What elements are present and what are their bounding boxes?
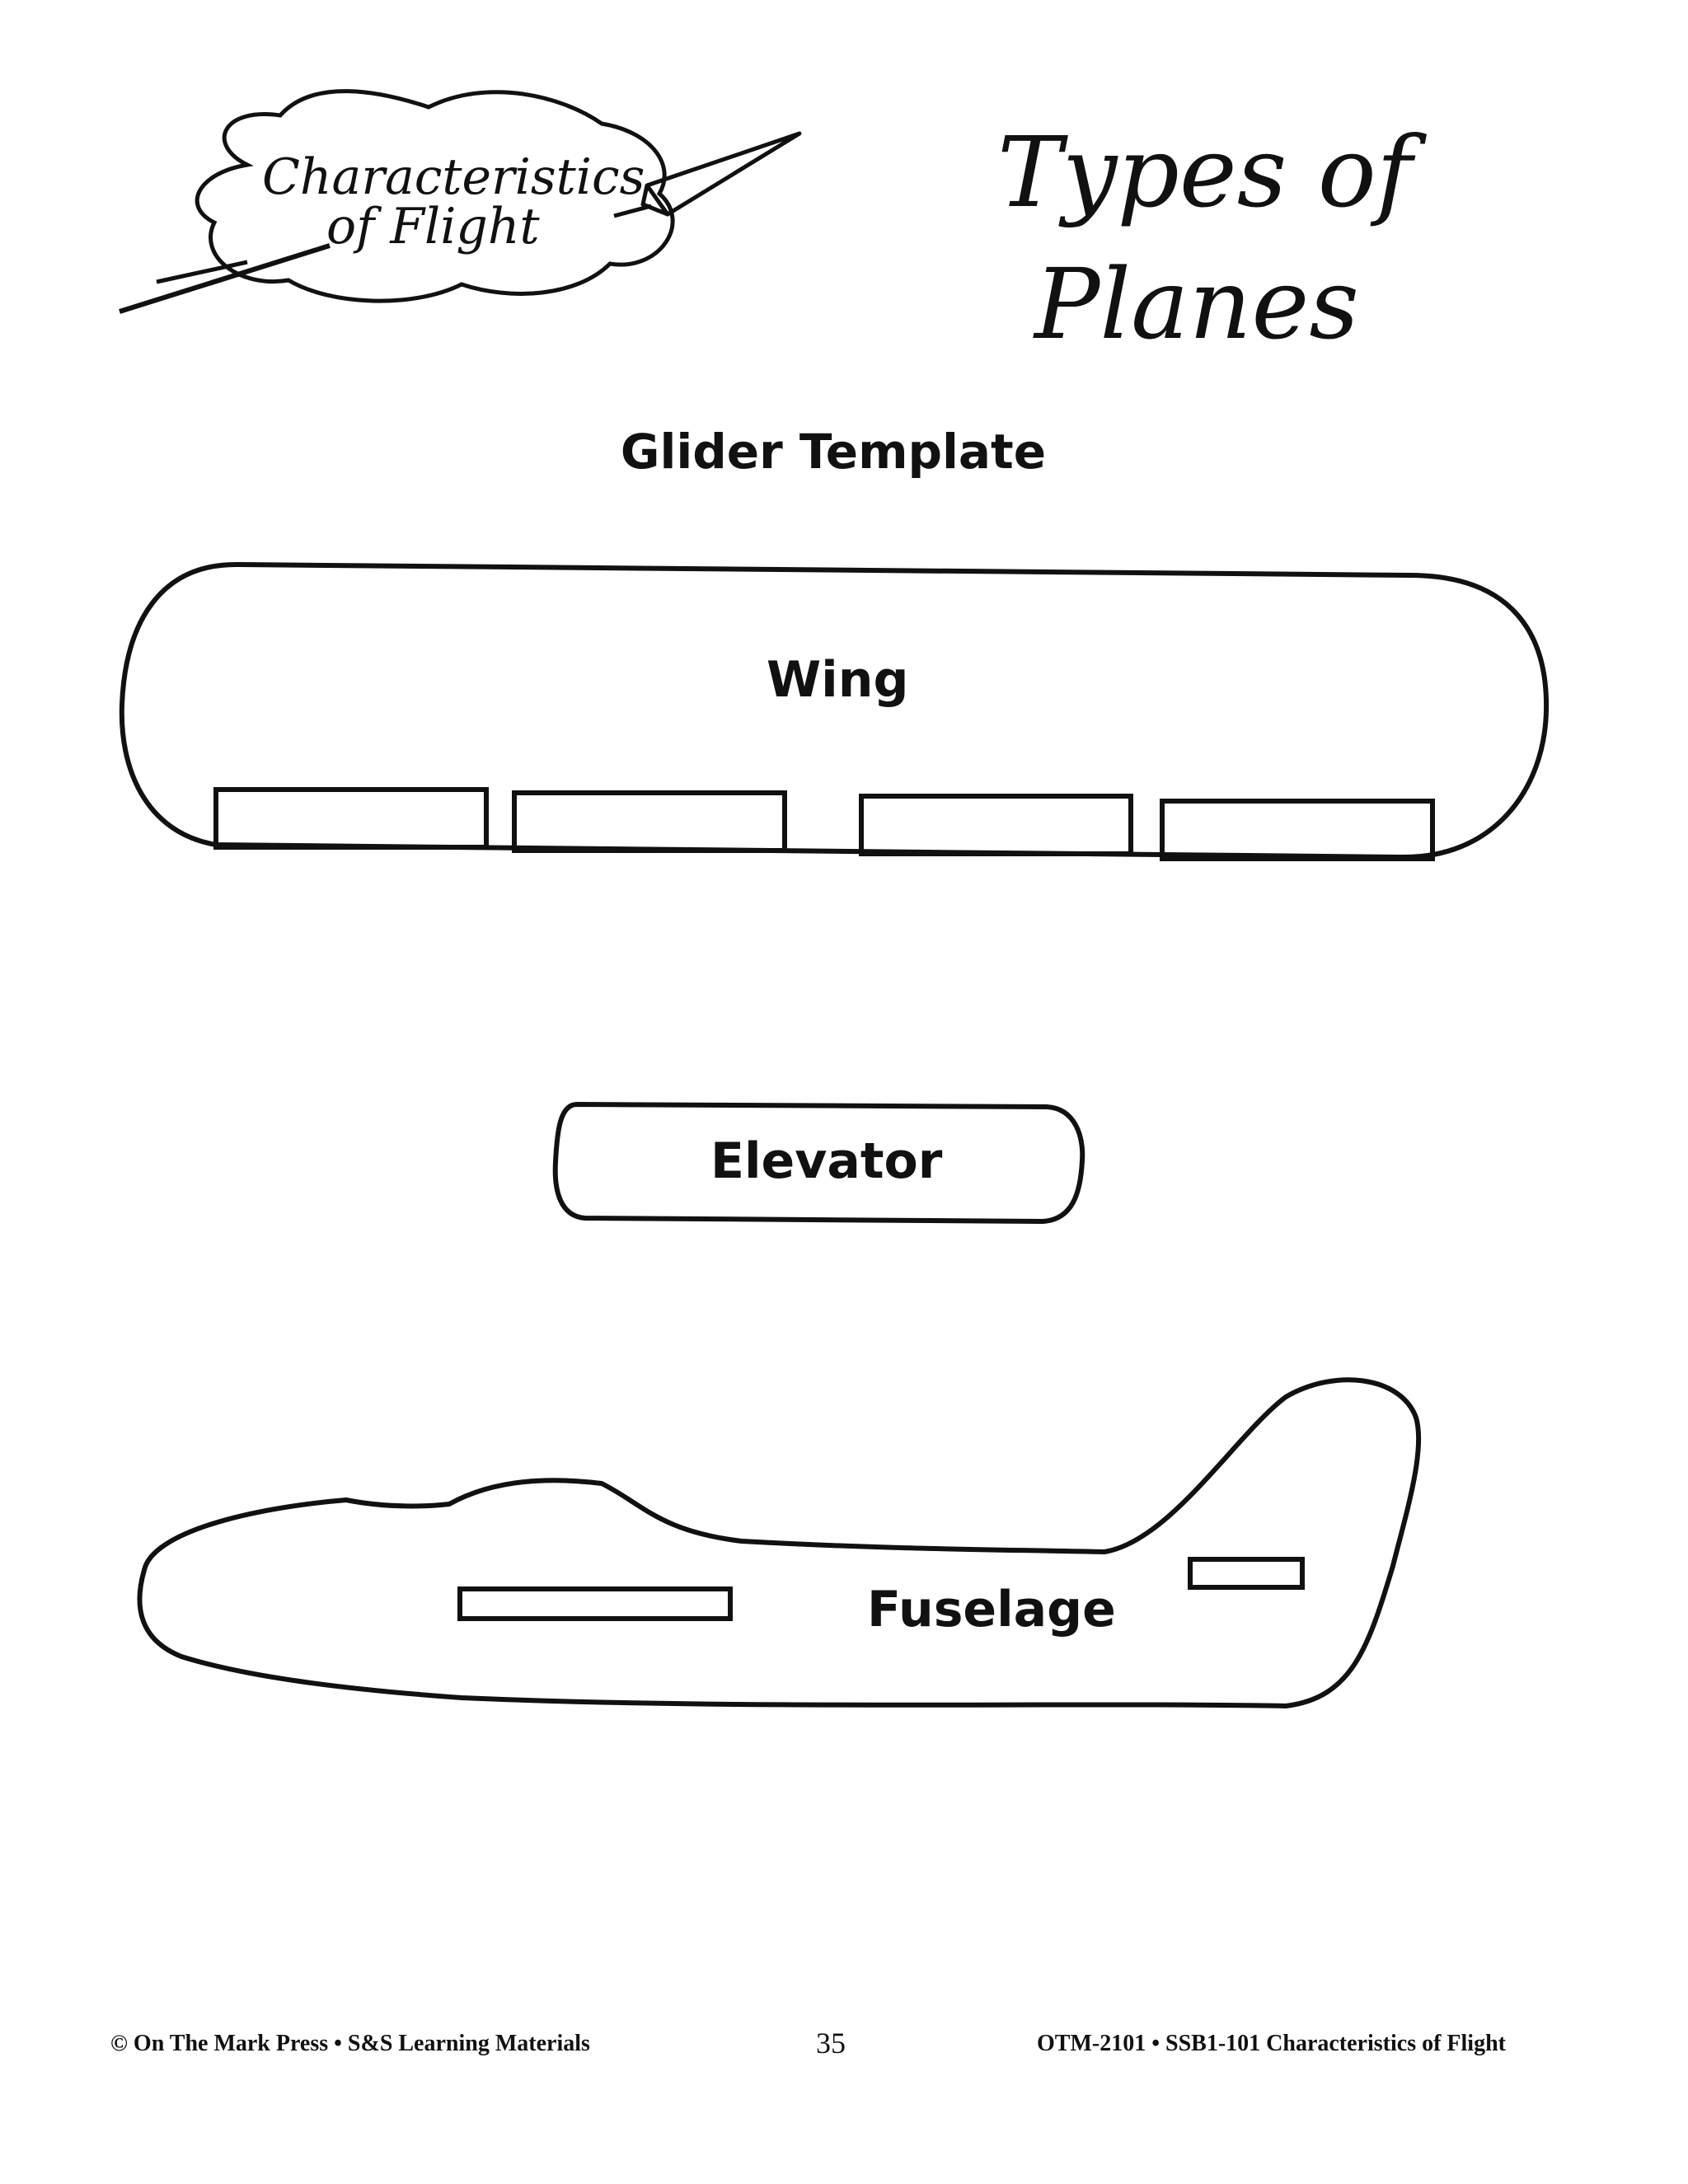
fuselage-label: Fuselage: [867, 1581, 1116, 1638]
wing-cutout-slot: [512, 790, 787, 853]
fuselage-cutout-slot: [1188, 1557, 1305, 1590]
wing-cutout-slot: [213, 787, 489, 850]
footer-series: OTM-2101 • SSB1-101 Characteristics of F…: [1037, 2031, 1506, 2056]
motion-line: [156, 260, 248, 284]
footer-copyright: © On The Mark Press • S&S Learning Mater…: [110, 2031, 590, 2056]
wing-cutout-slot: [1160, 799, 1435, 861]
fuselage-outline: [137, 1377, 1422, 1709]
elevator-label: Elevator: [710, 1132, 943, 1190]
wing-cutout-slot: [859, 794, 1133, 856]
logo-text-line2: of Flight: [326, 198, 540, 255]
wing-label: Wing: [767, 651, 909, 709]
paper-plane-icon: [640, 131, 802, 217]
fuselage-cutout-slot: [457, 1586, 733, 1621]
page-title-line1: Types of: [997, 115, 1413, 229]
wing-outline: [119, 561, 1550, 860]
section-title: Glider Template: [620, 424, 1047, 480]
logo-text-line1: Characteristics: [262, 148, 645, 206]
motion-line: [119, 243, 331, 314]
elevator-outline: [552, 1101, 1085, 1225]
motion-line: [613, 204, 652, 218]
page-number: 35: [816, 2027, 846, 2060]
page-title-line2: Planes: [1034, 247, 1359, 361]
